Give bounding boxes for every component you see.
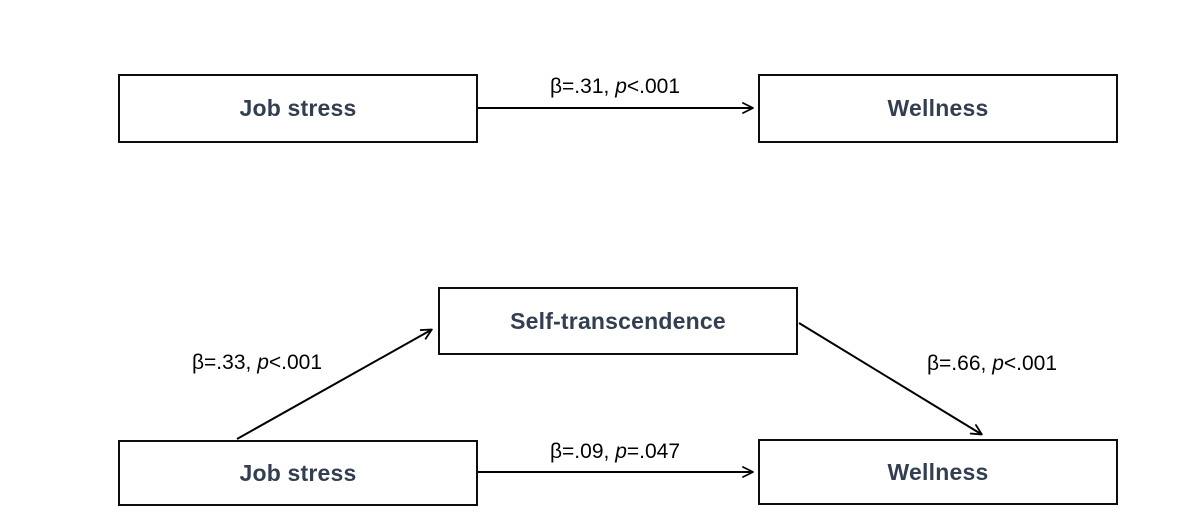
path-a-arrow — [236, 328, 433, 440]
path-c-coefficient: β=.31, — [549, 75, 616, 98]
path-a-p-symbol: p — [257, 351, 269, 374]
box-mediator-label: Self-transcendence — [510, 307, 726, 334]
path-a-p-value: <.001 — [268, 351, 323, 374]
path-b-p-value: <.001 — [1003, 352, 1058, 375]
box-outcome-total-effect-label: Wellness — [887, 95, 989, 121]
box-predictor-mediation-label: Job stress — [239, 459, 357, 486]
path-b-p-symbol: p — [992, 352, 1004, 375]
box-mediator: Self-transcendence — [438, 287, 798, 355]
path-c-p-value: <.001 — [626, 75, 681, 98]
box-outcome-mediation: Wellness — [758, 439, 1118, 505]
path-c-p-symbol: p — [615, 75, 627, 98]
path-c-prime-coefficient: β=.09, — [549, 440, 616, 463]
box-predictor-total-effect-label: Job stress — [239, 95, 357, 121]
box-outcome-mediation-label: Wellness — [887, 458, 989, 485]
path-b-coefficient: β=.66, — [926, 352, 993, 375]
path-c-prime-p-value: =.047 — [626, 440, 681, 463]
path-c-prime-label: β=.09, p=.047 — [455, 438, 775, 465]
path-b-arrow — [798, 322, 983, 436]
path-c-prime-p-symbol: p — [615, 440, 627, 463]
box-predictor-mediation: Job stress — [118, 440, 478, 506]
path-c-label: β=.31, p<.001 — [455, 73, 775, 100]
box-predictor-total-effect: Job stress — [118, 74, 478, 143]
box-outcome-total-effect: Wellness — [758, 74, 1118, 143]
path-b-label: β=.66, p<.001 — [832, 350, 1152, 377]
path-a-coefficient: β=.33, — [191, 351, 258, 374]
path-a-label: β=.33, p<.001 — [97, 349, 417, 376]
